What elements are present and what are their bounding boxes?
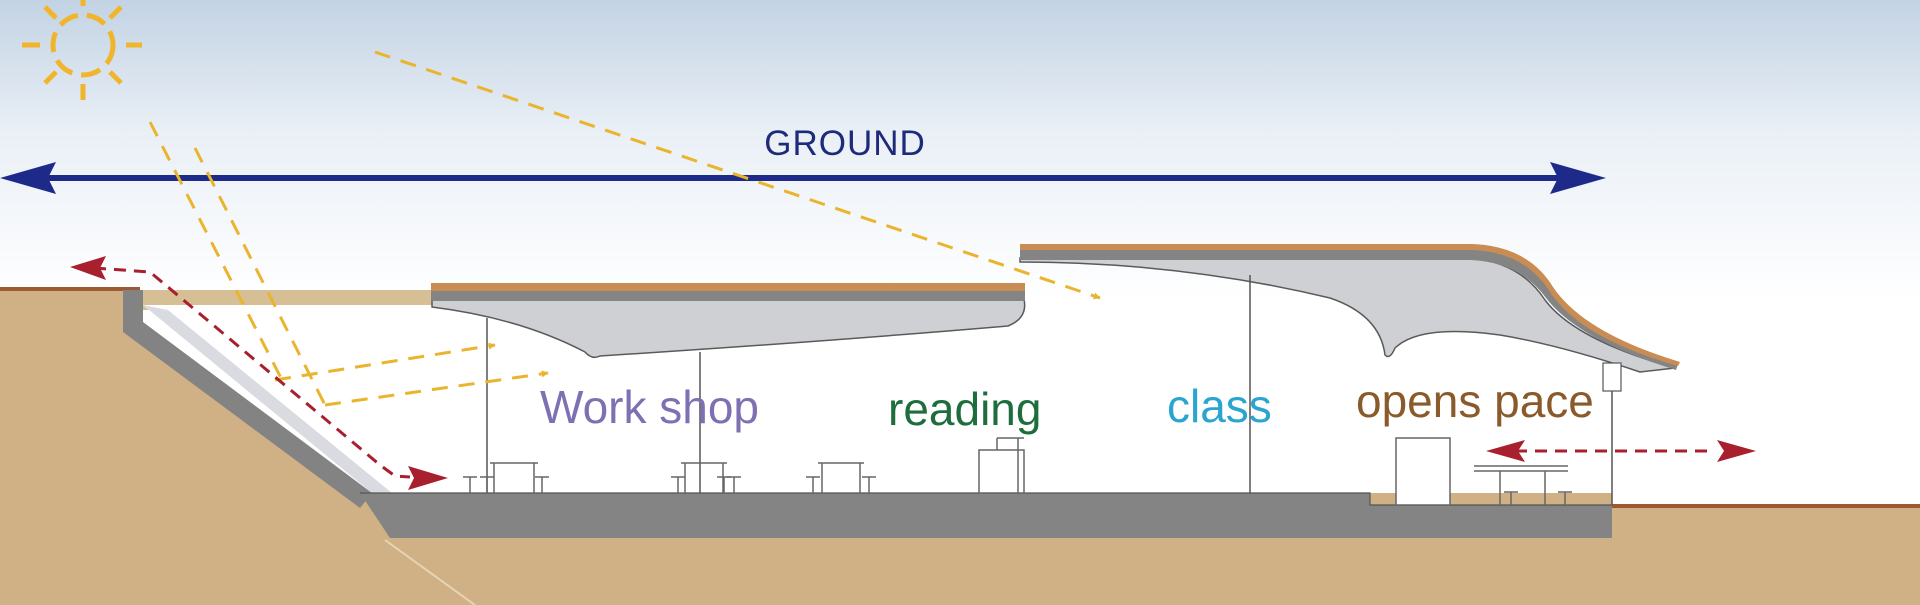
airflow-arrows (93, 266, 1710, 479)
retaining-wall (123, 290, 372, 508)
ground-double-arrow (0, 162, 1606, 194)
sunlight-reflect-1 (274, 342, 496, 382)
airflow-arrowhead-in (408, 466, 448, 490)
column-capital (1602, 362, 1622, 392)
roof-workshop-slab (431, 289, 1025, 301)
earth-section-line (384, 539, 476, 605)
roof-class-underside (1019, 257, 1676, 373)
furniture-workshop-2 (671, 462, 741, 493)
airflow-path-lightwell (93, 266, 411, 479)
roof-workshop-underside (431, 298, 1026, 359)
open-space-label: opens pace (1356, 375, 1594, 427)
workshop-label: Work shop (540, 381, 760, 433)
airflow-arrowhead-left (1486, 440, 1525, 462)
ground-arrowhead-right (1550, 162, 1606, 194)
sunlight-rays (148, 50, 1101, 407)
furniture-open-space (1395, 437, 1572, 506)
sloped-glazing (143, 305, 392, 493)
columns (486, 275, 1613, 505)
furniture-workshop-3 (806, 462, 876, 493)
furniture-workshop-1 (463, 462, 549, 493)
class-label: class (1167, 380, 1272, 432)
roof-workshop-deck (431, 283, 1025, 291)
sunlight-ray-roof (374, 50, 1101, 300)
reading-label: reading (888, 383, 1042, 435)
sunlight-ray-well-1 (148, 121, 284, 381)
sky-background (0, 0, 1920, 300)
airflow-arrowhead-out (70, 256, 106, 280)
floor-slab-edge (360, 492, 1612, 506)
ground-arrowhead-left (0, 162, 56, 194)
ground-label: GROUND (764, 124, 926, 163)
bookshelf-reading (978, 437, 1025, 494)
airflow-arrowhead-right (1717, 440, 1756, 462)
sunlight-ray-well-2 (193, 147, 327, 406)
sun-icon (22, 0, 142, 100)
interior-space (143, 305, 1612, 493)
floor-slab (360, 493, 1612, 538)
sunlight-reflect-2 (324, 370, 549, 407)
